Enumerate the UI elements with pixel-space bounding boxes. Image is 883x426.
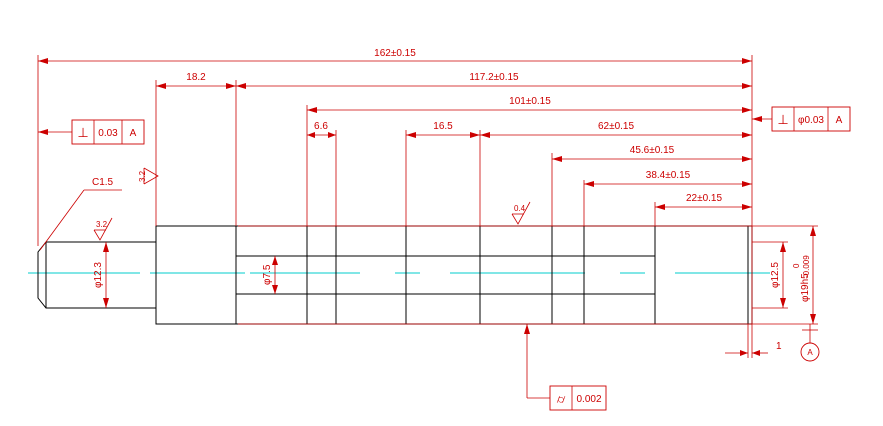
dim-16-5-label: 16.5 [433,121,453,132]
roughness-3-label: 0.4 [514,204,526,213]
roughness-1-label: 3.2 [96,220,108,229]
datum-a: A [800,324,820,362]
dim-collar-label: 18.2 [186,72,206,83]
dim-overall-label: 162±0.15 [374,48,416,59]
chamfer-label: C1.5 [92,177,114,188]
dim-dia-left-label: φ12.3 [93,262,104,288]
dim-101: 101±0.15 [307,96,752,113]
dim-dia-main-lower-tol: -0.009 [802,255,811,278]
chamfer-callout: C1.5 [39,177,122,251]
gdt-frame-right: ⊥ φ0.03 A [752,106,851,132]
dim-body-label: 117.2±0.15 [469,72,519,83]
dim-6-6-label: 6.6 [314,121,328,132]
dim-dia-left: φ12.3 [93,242,109,308]
dim-dia-main: φ19h5 0 -0.009 [792,226,816,324]
gdt-left-symbol: ⊥ [77,125,88,140]
gdt-bottom-symbol: ⌭ [557,392,566,406]
dim-22-label: 22±0.15 [686,193,723,204]
extension-lines [37,55,818,358]
dim-overall: 162±0.15 [38,48,752,64]
gdt-bottom-value: 0.002 [576,394,601,405]
datum-a-label: A [807,348,813,357]
roughness-symbol-1: 3.2 [93,217,113,241]
dim-dia-main-label: φ19h5 [800,273,811,302]
dim-6-6: 6.6 [307,121,336,138]
gdt-frame-left: ⊥ 0.03 A [38,119,145,145]
dim-dia-bore: φ7.5 [262,256,278,294]
gdt-right-value: φ0.03 [798,115,824,126]
dim-101-label: 101±0.15 [509,96,551,107]
gdt-right-datum: A [836,115,843,126]
roughness-symbol-2: 3.2 [138,167,159,185]
dim-45-6: 45.6±0.15 [552,145,752,162]
dim-dia-bore-label: φ7.5 [262,264,273,285]
dim-45-6-label: 45.6±0.15 [630,145,675,156]
dim-62-label: 62±0.15 [598,121,635,132]
part-outline [37,225,753,325]
dim-collar: 18.2 [156,72,236,89]
dim-38-4-label: 38.4±0.15 [646,170,691,181]
dim-16-5: 16.5 [406,121,480,138]
gdt-left-value: 0.03 [98,128,118,139]
gdt-frame-bottom: ⌭ 0.002 [524,324,607,411]
dim-1: 1 [725,324,782,358]
dim-dia-right: φ12.5 [770,242,786,308]
dim-dia-main-upper-tol: 0 [792,263,801,268]
dim-38-4: 38.4±0.15 [584,170,752,187]
roughness-2-label: 3.2 [138,170,147,182]
gdt-right-symbol: ⊥ [777,112,788,127]
roughness-symbol-3: 0.4 [511,201,531,225]
dim-62: 62±0.15 [480,121,752,138]
gdt-left-datum: A [130,128,137,139]
dim-1-label: 1 [776,341,782,352]
dim-body: 117.2±0.15 [236,72,752,89]
dim-22: 22±0.15 [655,193,752,210]
dim-dia-right-label: φ12.5 [770,262,781,288]
